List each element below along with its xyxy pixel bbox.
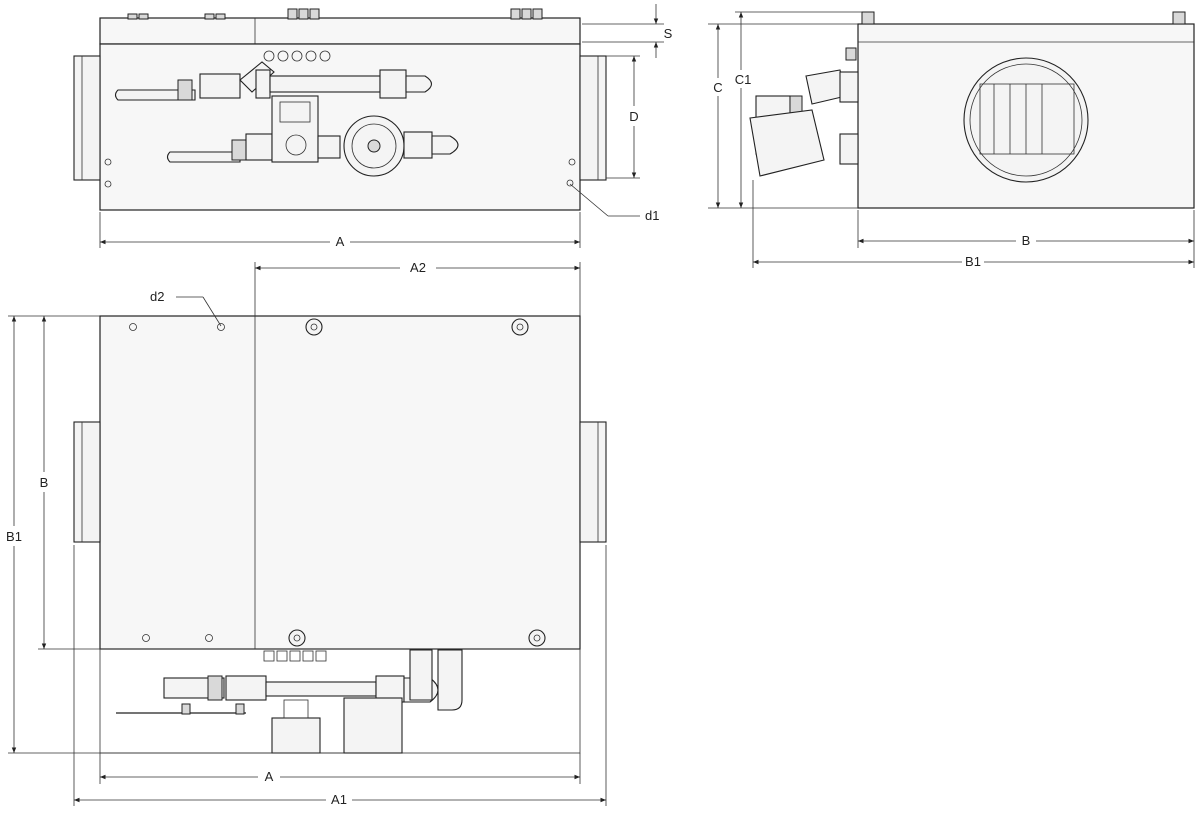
front-body bbox=[99, 43, 581, 211]
front-flow-meter bbox=[271, 95, 319, 163]
label-front-d: D bbox=[629, 109, 638, 124]
top-left-collar bbox=[73, 421, 101, 543]
label-top-a1: A1 bbox=[331, 792, 347, 807]
top-body bbox=[99, 315, 581, 650]
top-view bbox=[73, 315, 607, 754]
label-front-a: A bbox=[336, 234, 345, 249]
top-connection-nuts bbox=[288, 318, 546, 647]
front-port-row bbox=[263, 50, 331, 62]
front-top-fittings bbox=[127, 8, 543, 20]
front-top-panel bbox=[99, 17, 581, 45]
top-right-collar bbox=[579, 421, 607, 543]
label-top-b1: B1 bbox=[6, 529, 22, 544]
label-front-s: S bbox=[664, 26, 673, 41]
label-side-c: C bbox=[713, 80, 722, 95]
label-side-b1: B1 bbox=[965, 254, 981, 269]
top-port-row bbox=[263, 650, 327, 662]
label-top-a2: A2 bbox=[410, 260, 426, 275]
side-view bbox=[749, 11, 1195, 209]
dimension-labels: A D S d1 C C1 B B1 A2 d2 B B1 A A1 bbox=[6, 26, 1030, 807]
label-side-c1: C1 bbox=[735, 72, 752, 87]
label-top-d2: d2 bbox=[150, 289, 164, 304]
label-top-a: A bbox=[265, 769, 274, 784]
top-pump-box bbox=[343, 697, 403, 754]
label-top-b: B bbox=[40, 475, 49, 490]
dimension-lines bbox=[8, 4, 1195, 806]
front-left-collar bbox=[73, 55, 101, 181]
front-right-collar bbox=[579, 55, 607, 181]
label-front-d1: d1 bbox=[645, 208, 659, 223]
top-hydraulic-assembly bbox=[116, 649, 463, 754]
front-upper-pipe bbox=[114, 61, 433, 101]
label-side-b: B bbox=[1022, 233, 1031, 248]
front-lower-pipe bbox=[166, 95, 459, 177]
front-view bbox=[73, 8, 607, 211]
